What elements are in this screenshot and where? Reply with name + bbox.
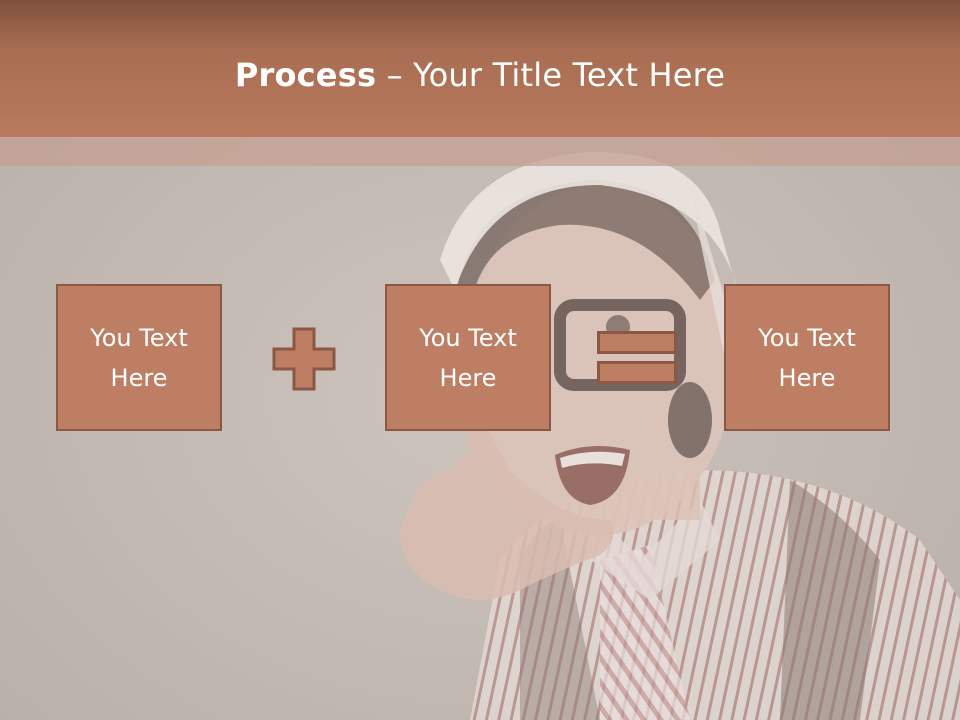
step-1-label: You Text Here: [90, 323, 188, 392]
process-step-1[interactable]: You Text Here: [56, 284, 222, 431]
process-step-2[interactable]: You Text Here: [385, 284, 551, 431]
title-rest: – Your Title Text Here: [376, 56, 726, 94]
step-2-label: You Text Here: [419, 323, 517, 392]
title-bar: [0, 0, 960, 137]
title-strip: [0, 137, 960, 166]
plus-icon[interactable]: [272, 327, 336, 391]
step-3-label: You Text Here: [758, 323, 856, 392]
equals-icon[interactable]: [597, 331, 677, 385]
title-bold: Process: [234, 56, 377, 94]
slide-title[interactable]: Process – Your Title Text Here: [0, 52, 960, 98]
process-step-3[interactable]: You Text Here: [724, 284, 890, 431]
